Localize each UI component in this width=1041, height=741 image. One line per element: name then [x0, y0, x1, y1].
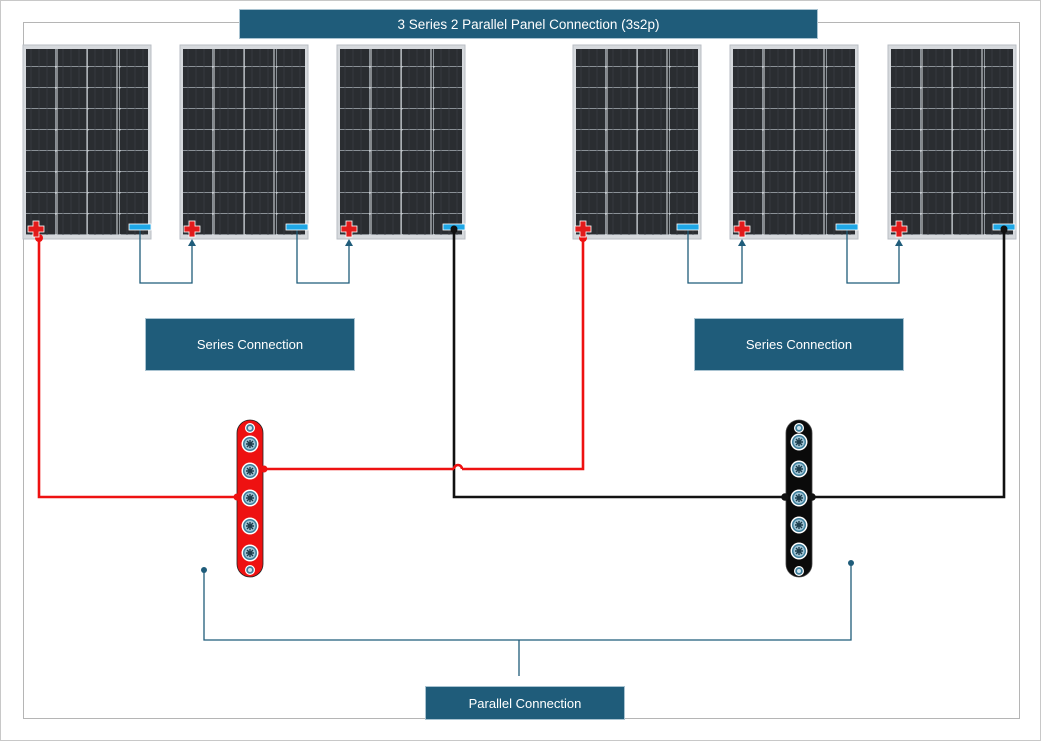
panel2-negative-terminal [285, 223, 309, 231]
series-arrows-left [188, 239, 353, 246]
bus-node-red-2 [260, 465, 268, 473]
diagram-title: 3 Series 2 Parallel Panel Connection (3s… [239, 9, 818, 39]
parallel-bracket [203, 563, 852, 676]
solar-panel-4 [572, 44, 702, 240]
positive-bus-bar [236, 419, 264, 578]
series-arrows-right [738, 239, 903, 246]
series-connection-label-left: Series Connection [145, 318, 355, 371]
negative-bus-bar [785, 419, 813, 578]
solar-panel-6 [887, 44, 1017, 240]
series-link-left [139, 229, 350, 284]
panel5-negative-terminal [835, 223, 859, 231]
solar-panel-5 [729, 44, 859, 240]
bus-node-black-2 [808, 493, 816, 501]
negative-wires [452, 229, 1006, 499]
panel4-negative-terminal [676, 223, 700, 231]
solar-panel-3 [336, 44, 466, 240]
bracket-dot-left [201, 567, 207, 573]
series-connection-label-right: Series Connection [694, 318, 904, 371]
bus-node-black-1 [781, 493, 789, 501]
series-link-right [687, 229, 900, 284]
solar-panel-1 [22, 44, 152, 240]
solar-panel-2 [179, 44, 309, 240]
parallel-connection-label: Parallel Connection [425, 686, 625, 720]
positive-wires [37, 238, 585, 499]
bracket-dot-right [848, 560, 854, 566]
bus-node-red-1 [233, 493, 241, 501]
panel1-negative-terminal [128, 223, 152, 231]
